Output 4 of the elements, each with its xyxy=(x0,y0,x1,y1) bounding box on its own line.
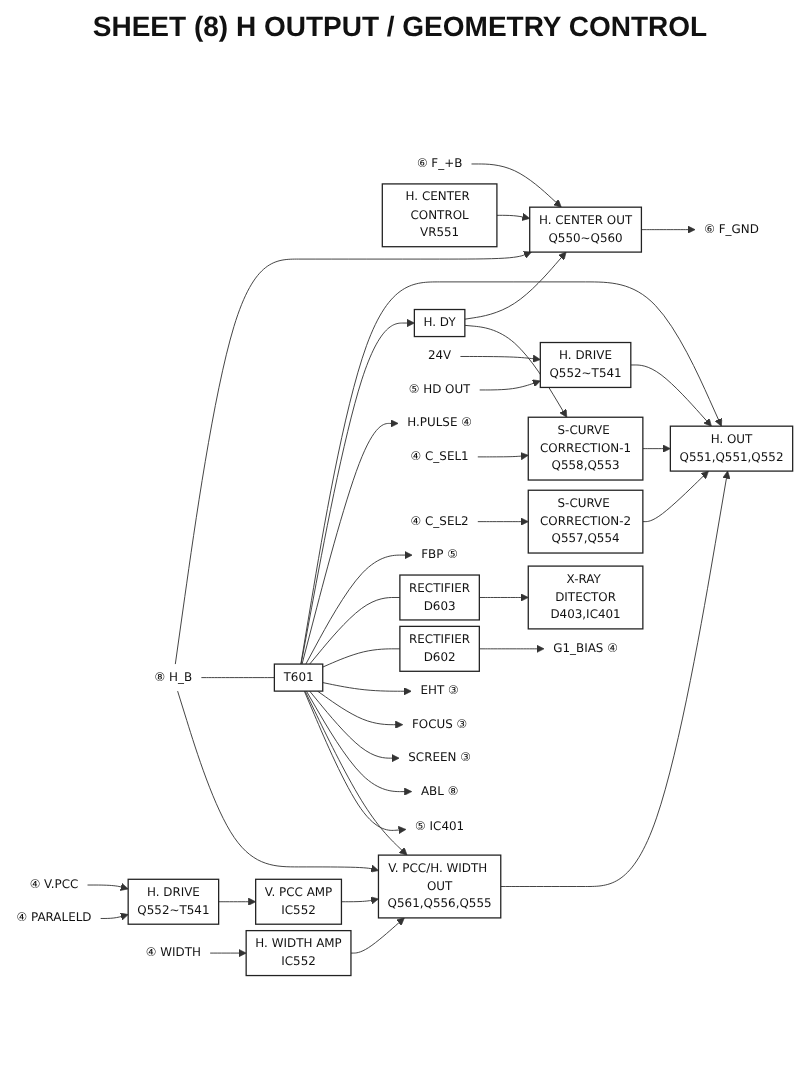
diagram-title: SHEET (8) H OUTPUT / GEOMETRY CONTROL xyxy=(90,8,710,46)
connector xyxy=(322,648,401,668)
connector xyxy=(200,677,275,679)
connector xyxy=(309,597,401,665)
